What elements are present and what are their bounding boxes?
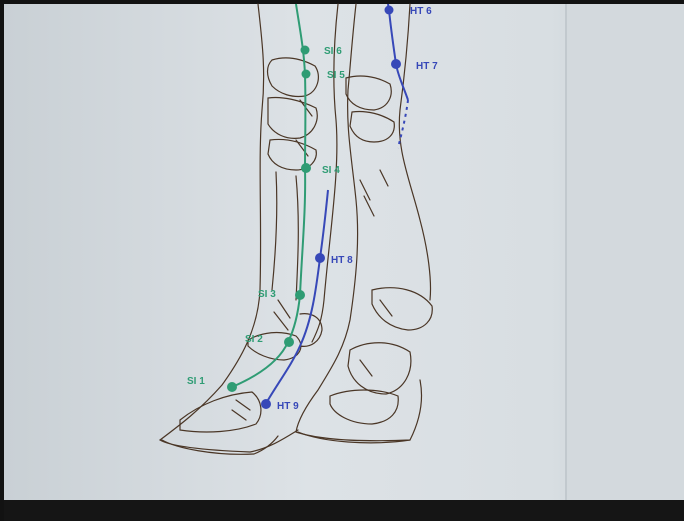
si3-label: SI 3 [258,289,276,300]
ht7-label: HT 7 [416,61,438,72]
si5-point [302,70,311,79]
si4-point [301,163,311,173]
si1-label: SI 1 [187,376,205,387]
ht7-point [391,59,401,69]
ht9-point [261,399,271,409]
si5-label: SI 5 [327,70,345,81]
facing-page-edge [566,4,684,507]
ht6-point [385,6,394,15]
si3-point [295,290,305,300]
ht8-label: HT 8 [331,255,353,266]
ht6-label: HT 6 [410,6,432,17]
si2-point [284,337,294,347]
ht8-point [315,253,325,263]
si1-point [227,382,237,392]
si2-label: SI 2 [245,334,263,345]
si6-point [301,46,310,55]
si4-label: SI 4 [322,165,340,176]
ht9-label: HT 9 [277,401,299,412]
si6-label: SI 6 [324,46,342,57]
